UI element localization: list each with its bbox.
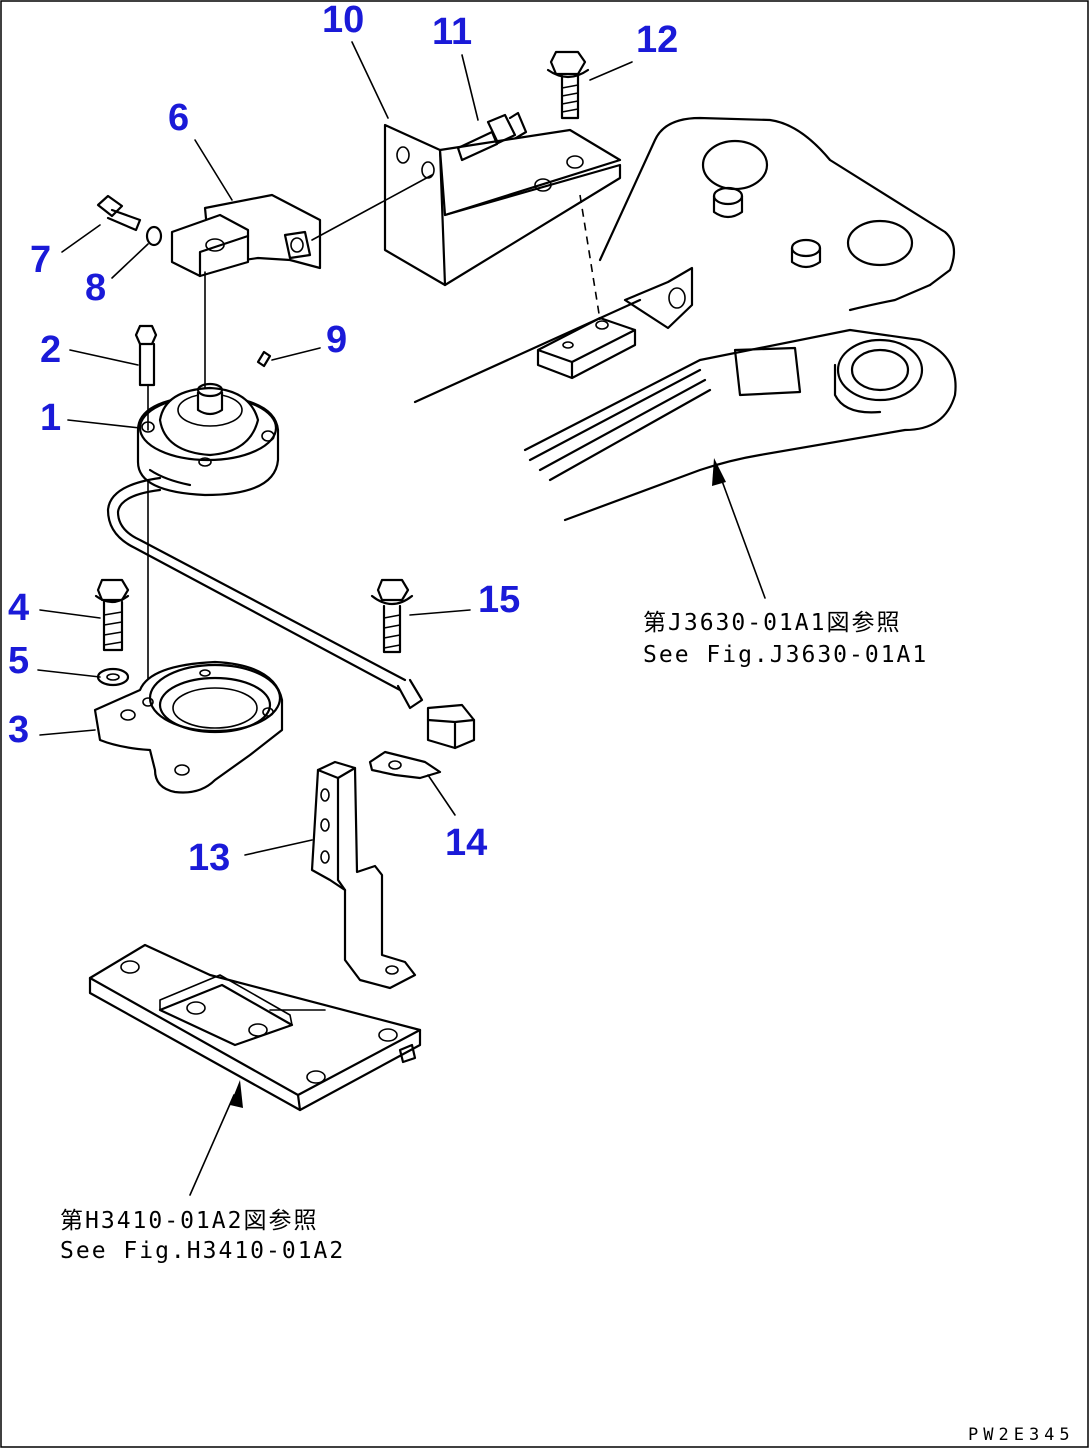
bolt-15 (370, 578, 414, 654)
callout-7: 7 (30, 239, 51, 281)
callout-6: 6 (168, 97, 189, 139)
washer-8 (145, 225, 163, 247)
washer-5 (96, 667, 130, 687)
callout-9: 9 (326, 319, 347, 361)
plate-ref-en: See Fig.H3410-01A2 (60, 1238, 345, 1264)
callout-1: 1 (40, 397, 61, 439)
leader-lines (37, 41, 633, 856)
bracket-13 (310, 760, 417, 990)
callout-10: 10 (322, 0, 364, 41)
callout-11: 11 (432, 11, 472, 53)
callout-8: 8 (85, 267, 106, 309)
frame-assembly (413, 116, 957, 522)
frame-reference-leader (712, 458, 766, 599)
plate-ref-jp: 第H3410-01A2図参照 (60, 1208, 318, 1234)
callout-15: 15 (478, 579, 520, 621)
callout-14: 14 (445, 822, 487, 864)
sensor-1 (136, 271, 280, 497)
bracket-10 (383, 123, 622, 287)
plate-reference-note: 第H3410-01A2図参照 See Fig.H3410-01A2 (60, 1208, 345, 1264)
callout-13: 13 (188, 837, 230, 879)
base-3 (93, 660, 284, 794)
callout-2: 2 (40, 329, 61, 371)
frame-ref-en: See Fig.J3630-01A1 (643, 642, 928, 668)
frame-ref-jp: 第J3630-01A1図参照 (643, 610, 901, 636)
bolt-11 (456, 111, 528, 162)
bolt-12 (546, 50, 601, 321)
callout-4: 4 (8, 587, 29, 629)
callout-numbers: 1 2 3 4 5 6 7 8 9 10 11 12 13 14 15 (8, 0, 678, 879)
bolt-4 (94, 578, 130, 652)
clip-14 (368, 750, 442, 780)
drawing-code: PW2E345 (968, 1425, 1075, 1445)
plate-reference-leader (189, 1080, 243, 1196)
bolt-2 (134, 324, 158, 431)
frame-reference-note: 第J3630-01A1図参照 See Fig.J3630-01A1 (643, 610, 928, 668)
bolt-7 (96, 194, 142, 232)
callout-3: 3 (8, 709, 29, 751)
sensor-cable (106, 476, 476, 750)
sensor-bracket-6 (170, 174, 433, 278)
callout-12: 12 (636, 19, 678, 61)
pin-9 (256, 350, 272, 368)
callout-5: 5 (8, 640, 29, 682)
mounting-plate (88, 943, 422, 1112)
